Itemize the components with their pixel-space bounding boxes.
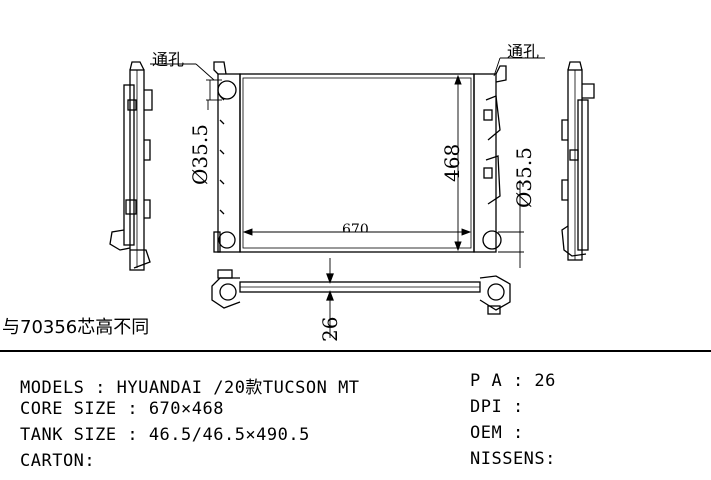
front-view bbox=[213, 61, 507, 253]
drawing-note: 与70356芯高不同 bbox=[2, 317, 150, 338]
dimension-height: 468 bbox=[440, 143, 464, 182]
top-view bbox=[211, 258, 511, 338]
radiator-technical-drawing bbox=[109, 57, 595, 338]
spec-nissens: NISSENS: bbox=[470, 449, 556, 469]
spec-core-size: CORE SIZE : 670×468 bbox=[20, 399, 224, 419]
spec-tank-size: TANK SIZE : 46.5/46.5×490.5 bbox=[20, 425, 310, 445]
vent-label-left: 通孔 bbox=[152, 50, 185, 69]
dimension-tank-height: 26 bbox=[318, 316, 342, 342]
spec-dpi: DPI : bbox=[470, 397, 524, 417]
dimension-core-width: 670 bbox=[342, 222, 369, 232]
spec-models: MODELS : HYUANDAI /20款TUCSON MT bbox=[20, 378, 360, 398]
divider bbox=[0, 350, 711, 352]
spec-pa: P A : 26 bbox=[470, 371, 556, 391]
vent-label-right: 通孔 bbox=[507, 42, 540, 61]
spec-carton: CARTON: bbox=[20, 451, 96, 471]
left-side-view bbox=[109, 61, 153, 271]
dimension-right-diameter: Ø35.5 bbox=[512, 147, 536, 208]
right-side-view bbox=[561, 61, 595, 261]
dimension-left-diameter: Ø35.5 bbox=[188, 124, 212, 185]
spec-oem: OEM : bbox=[470, 423, 524, 443]
